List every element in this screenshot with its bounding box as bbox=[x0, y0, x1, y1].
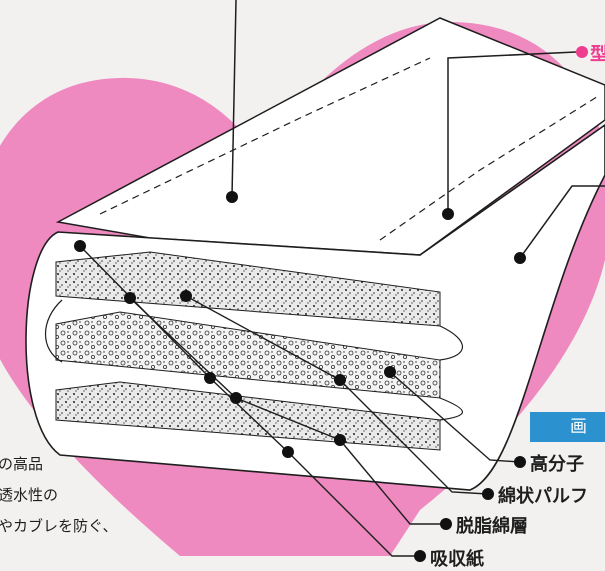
left-text-line-2: 透水性の bbox=[0, 486, 59, 504]
top-sheet-dashes bbox=[99, 57, 431, 215]
label-pulp: 綿状パルフ bbox=[498, 486, 588, 507]
callout-dots bbox=[74, 191, 526, 562]
left-text-line-3: やカブレを防ぐ、 bbox=[0, 517, 118, 535]
left-text-line-1: の高品 bbox=[0, 455, 44, 473]
dot-layer-4 bbox=[204, 372, 216, 384]
dot-label-polymer bbox=[514, 456, 526, 468]
layer-gauze-top bbox=[55, 251, 441, 327]
dot-layer-2 bbox=[124, 292, 136, 304]
inner-curve bbox=[44, 299, 63, 363]
dot-label-cotton bbox=[440, 518, 452, 530]
leader-pulp bbox=[185, 295, 489, 495]
dot-layer-9 bbox=[384, 366, 396, 378]
dot-dashes bbox=[442, 208, 454, 220]
leader-polymer bbox=[389, 371, 521, 463]
leader-dashes bbox=[447, 51, 577, 214]
pink-callout-text: 型 bbox=[590, 44, 605, 65]
dot-layer-1 bbox=[74, 240, 86, 252]
layer-gauze-bottom bbox=[55, 381, 441, 451]
section-badge: 画 bbox=[530, 412, 605, 442]
inner-curve-3 bbox=[439, 397, 463, 421]
dot-side bbox=[514, 252, 526, 264]
dot-layer-5 bbox=[230, 392, 242, 404]
leader-side bbox=[519, 185, 605, 259]
pink-bullet-icon bbox=[576, 46, 588, 58]
inner-curve-2 bbox=[439, 325, 463, 361]
label-cotton: 脱脂綿層 bbox=[456, 516, 528, 537]
dot-layer-8 bbox=[334, 434, 346, 446]
dot-layer-6 bbox=[282, 446, 294, 458]
dot-label-paper bbox=[414, 550, 426, 562]
dot-top-sheet bbox=[226, 191, 238, 203]
dot-layer-3 bbox=[180, 290, 192, 302]
top-sheet-dashes-right bbox=[379, 94, 601, 241]
label-paper: 吸収紙 bbox=[430, 549, 484, 570]
dot-label-pulp bbox=[482, 488, 494, 500]
leader-top-sheet bbox=[231, 0, 237, 197]
label-polymer: 高分子 bbox=[530, 454, 584, 475]
dot-layer-7 bbox=[334, 374, 346, 386]
